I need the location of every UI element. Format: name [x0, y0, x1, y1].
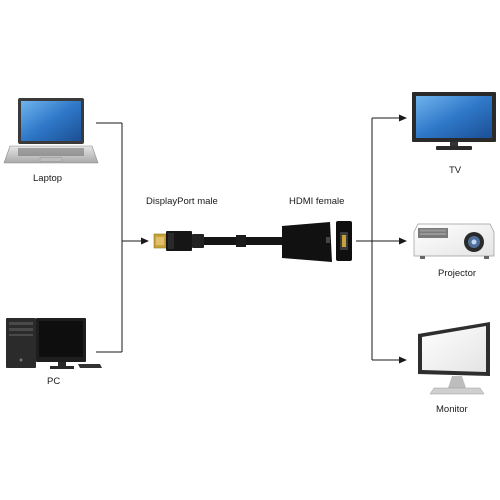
tv-icon: [412, 92, 496, 150]
monitor-label: Monitor: [436, 404, 468, 415]
hdmi-female-label: HDMI female: [289, 196, 345, 207]
connection-lines: [96, 114, 407, 364]
displayport-male-label: DisplayPort male: [146, 196, 218, 207]
laptop-icon: [3, 98, 99, 164]
laptop-label: Laptop: [33, 173, 63, 184]
pc-icon: [6, 318, 102, 369]
hdmi-adapter-box-icon: [282, 221, 352, 262]
tv-label: TV: [449, 165, 462, 176]
pc-label: PC: [47, 376, 61, 387]
projector-icon: [413, 223, 495, 259]
displayport-plug-icon: [153, 231, 204, 251]
projector-label: Projector: [438, 268, 477, 279]
adapter-cable: [204, 235, 284, 247]
monitor-icon: [418, 322, 490, 395]
